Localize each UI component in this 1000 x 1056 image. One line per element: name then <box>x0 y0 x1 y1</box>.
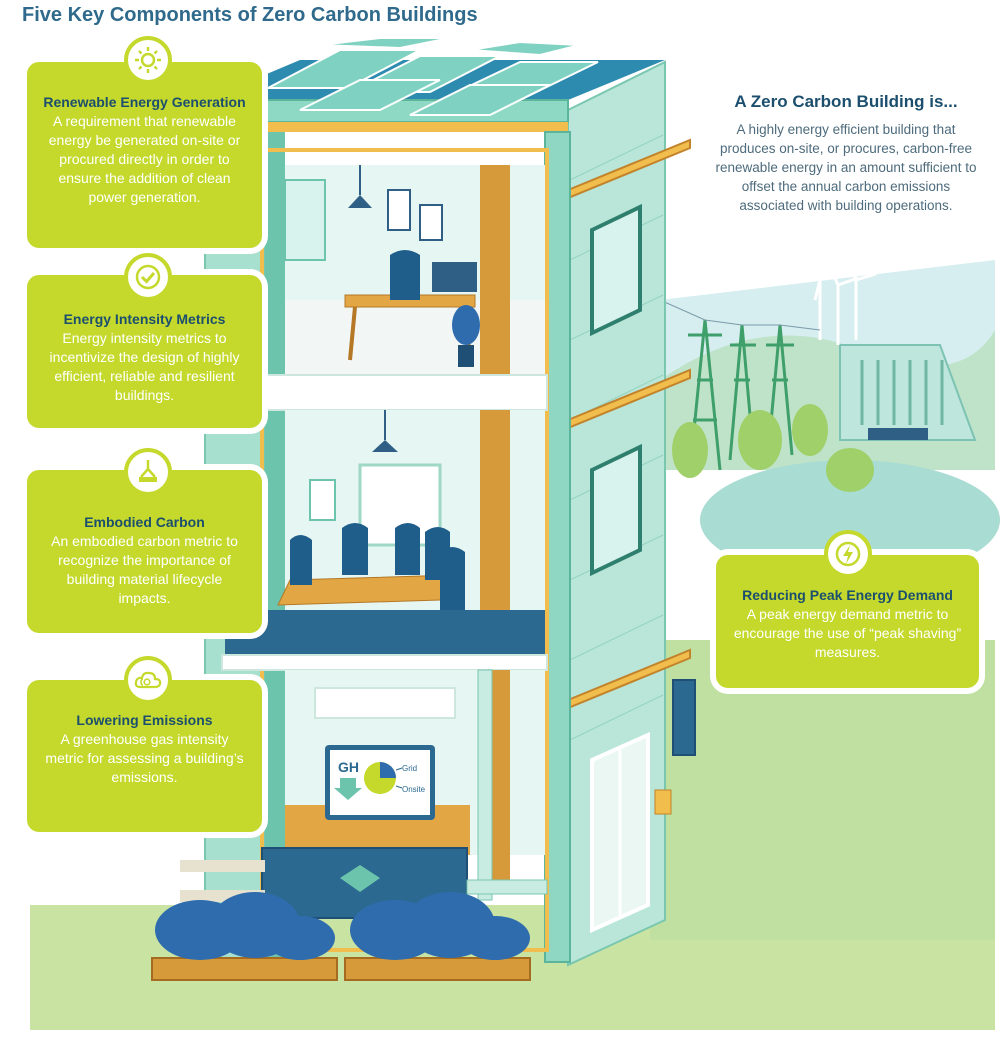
monitor-pie-slice <box>380 762 396 778</box>
card-heading: Reducing Peak Energy Demand <box>742 587 953 603</box>
monitor-onsite-label: Onsite <box>402 785 426 794</box>
lightning-icon <box>824 530 872 578</box>
intro-block: A Zero Carbon Building is... A highly en… <box>712 92 980 215</box>
card-renewable-energy: Renewable Energy Generation A requiremen… <box>27 62 262 248</box>
awnings <box>567 138 691 710</box>
card-body: A requirement that renewable energy be g… <box>48 113 241 205</box>
crane-hook-icon <box>124 448 172 496</box>
card-body: An embodied carbon metric to recognize t… <box>51 533 238 606</box>
building <box>180 37 696 967</box>
solar-panels <box>267 37 599 116</box>
check-icon <box>124 253 172 301</box>
page-title: Five Key Components of Zero Carbon Build… <box>22 4 478 26</box>
sun-icon <box>124 36 172 84</box>
monitor-grid-label: Grid <box>402 764 417 773</box>
card-embodied-carbon: Embodied Carbon An embodied carbon metri… <box>27 470 262 633</box>
card-body: A peak energy demand metric to encourage… <box>733 606 962 660</box>
co2-cloud-icon <box>124 656 172 704</box>
card-heading: Lowering Emissions <box>76 712 213 728</box>
trees <box>672 404 874 492</box>
monitor-gh-label: GH <box>338 759 359 775</box>
intro-heading: A Zero Carbon Building is... <box>734 92 958 111</box>
card-heading: Embodied Carbon <box>84 514 205 530</box>
landscape <box>659 257 1000 580</box>
card-body: Energy intensity metrics to incentivize … <box>49 330 240 403</box>
planters <box>151 892 531 981</box>
card-heading: Renewable Energy Generation <box>43 94 246 110</box>
card-heading: Energy Intensity Metrics <box>63 311 226 327</box>
intro-body: A highly energy efficient building that … <box>715 122 977 213</box>
card-body: A greenhouse gas intensity metric for as… <box>45 731 244 785</box>
wind-turbines <box>806 257 877 345</box>
energy-monitor: GH Grid Onsite <box>325 745 435 820</box>
card-lowering-emissions: Lowering Emissions A greenhouse gas inte… <box>27 680 262 832</box>
lawn-right <box>650 640 995 940</box>
